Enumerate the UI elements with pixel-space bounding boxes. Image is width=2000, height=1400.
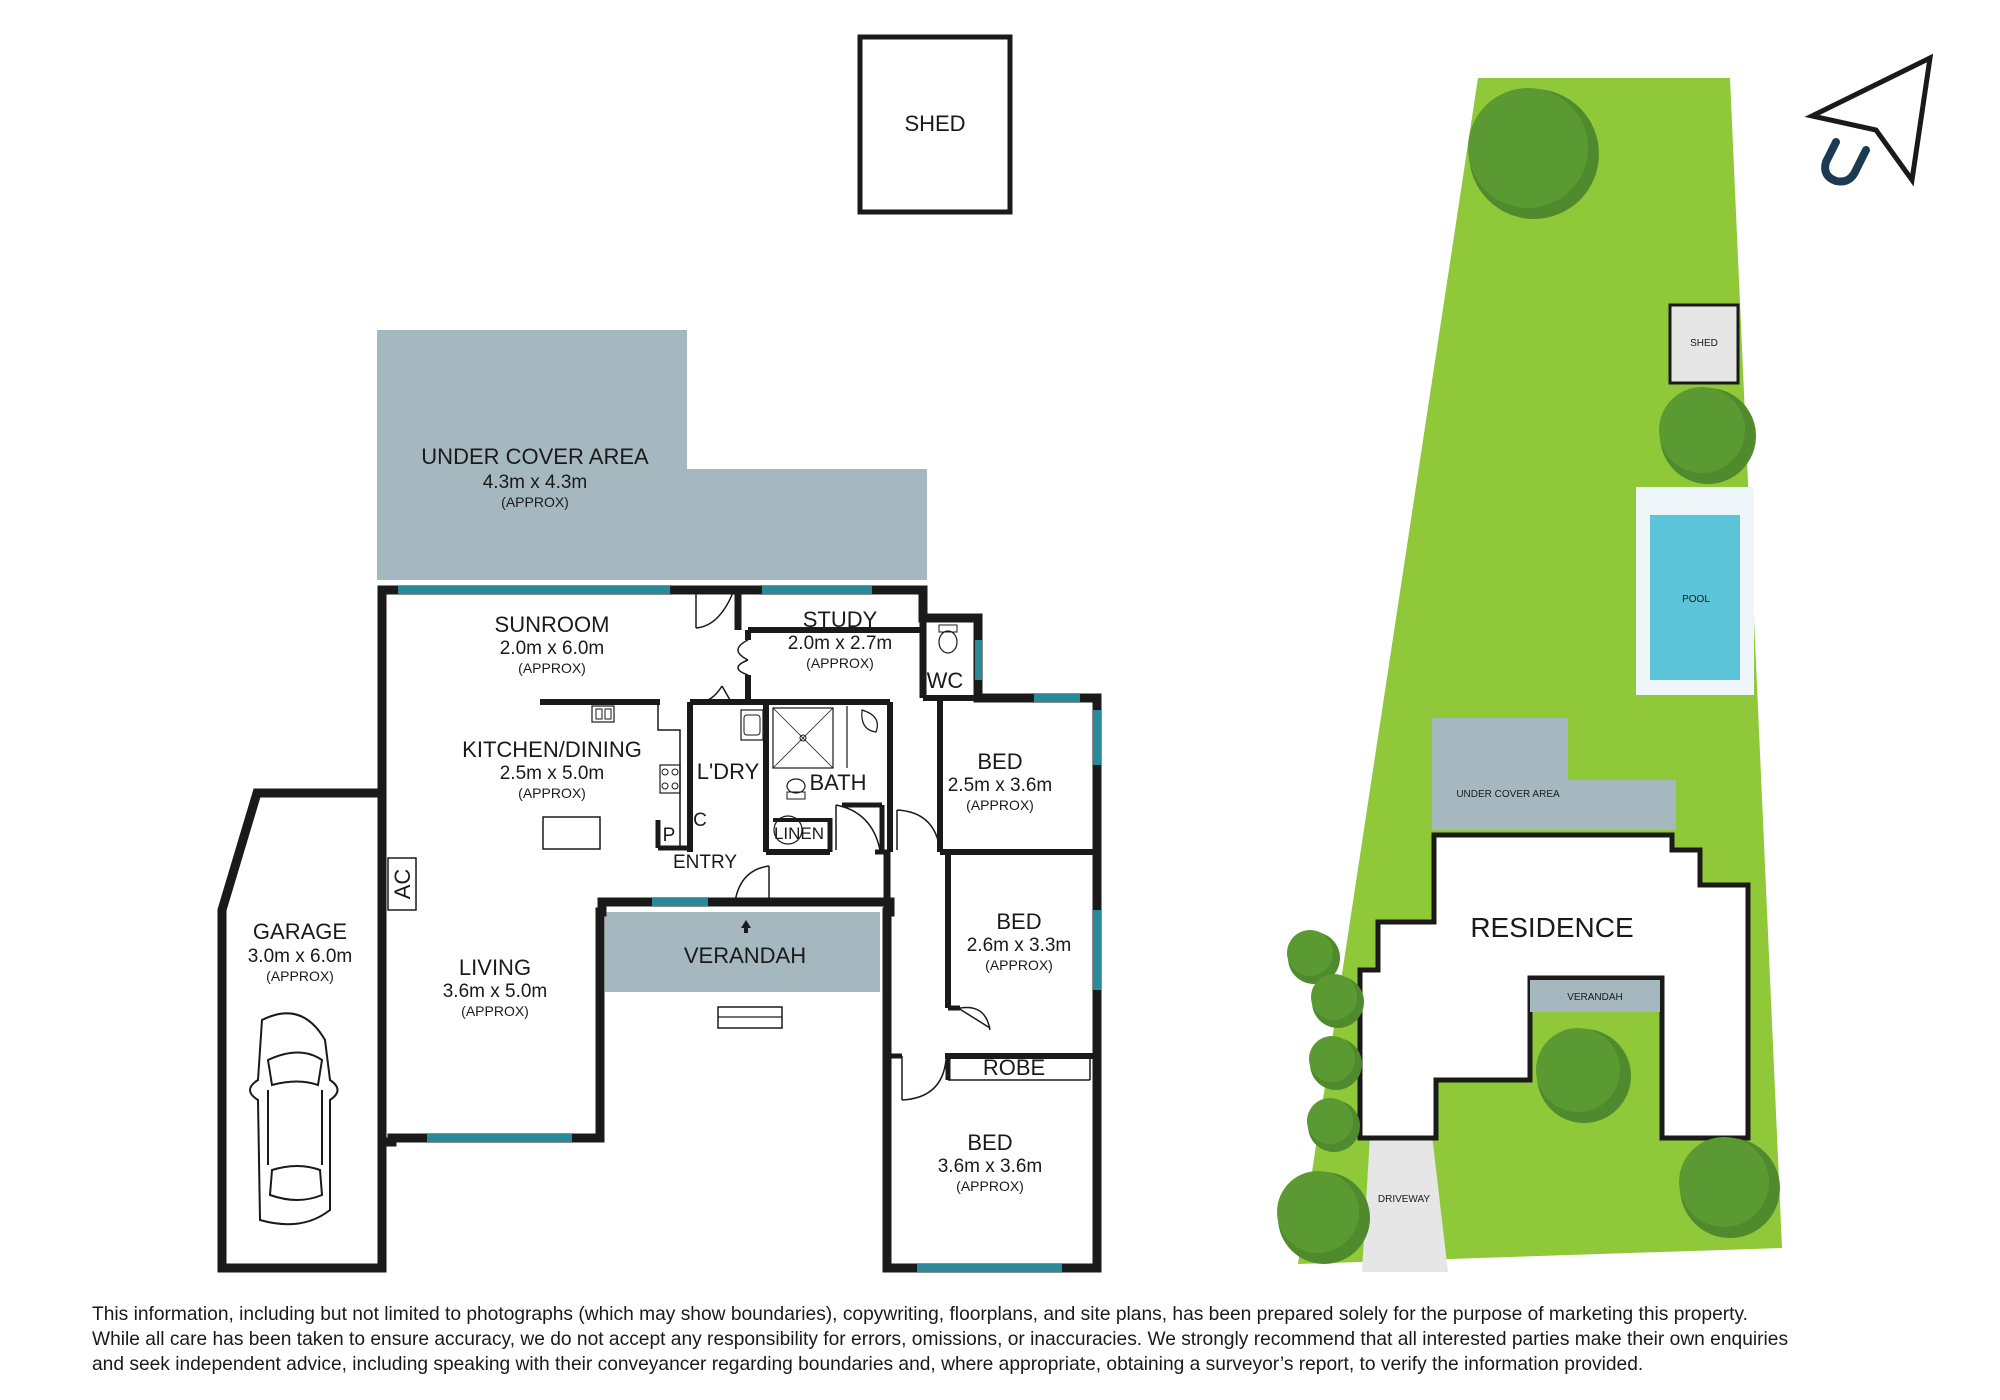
residence-outline: [1357, 832, 1751, 1141]
shower-icon: [772, 707, 834, 769]
garage-name: GARAGE: [253, 919, 347, 944]
verandah-area: [605, 912, 880, 992]
windows: [398, 586, 1101, 1272]
bed3-approx: (APPROX): [956, 1178, 1024, 1194]
sunroom-approx: (APPROX): [518, 660, 586, 676]
garage-approx: (APPROX): [266, 968, 334, 984]
entry-arrow-icon: [741, 920, 751, 928]
kitchen-dims: 2.5m x 5.0m: [500, 763, 605, 784]
trees: [1277, 88, 1780, 1264]
site-plan: DRIVEWAY UNDER COVER AREA RESIDENCE VERA…: [1277, 53, 1934, 1272]
pool-label: POOL: [1682, 594, 1710, 605]
bed3-dims: 3.6m x 3.6m: [938, 1156, 1043, 1177]
site-shed-label: SHED: [1690, 338, 1718, 349]
under-cover-dims: 4.3m x 4.3m: [483, 472, 588, 493]
under-cover-area: [377, 330, 927, 580]
disclaimer-line-3: and seek independent advice, including s…: [92, 1354, 1644, 1375]
robe-label: ROBE: [983, 1055, 1045, 1080]
residence-label: RESIDENCE: [1470, 912, 1633, 943]
study-name: STUDY: [803, 607, 878, 632]
laundry-tub-icon: [740, 709, 764, 741]
site-under-cover-label: UNDER COVER AREA: [1456, 789, 1560, 800]
driveway: [1362, 1135, 1448, 1272]
garage-dims: 3.0m x 6.0m: [248, 946, 353, 967]
under-cover-approx: (APPROX): [501, 494, 569, 510]
site-under-cover: [1432, 718, 1676, 830]
living-approx: (APPROX): [461, 1003, 529, 1019]
linen-label: LINEN: [774, 824, 824, 843]
kitchen-island: [542, 816, 601, 850]
bath-label: BATH: [809, 770, 866, 795]
kitchen-approx: (APPROX): [518, 785, 586, 801]
verandah-label: VERANDAH: [684, 943, 806, 968]
site-shed: [1668, 303, 1740, 385]
shed-outline: [857, 34, 1013, 215]
bed1-name: BED: [977, 749, 1022, 774]
ac-unit: [387, 857, 417, 911]
disclaimer-line-2: While all care has been taken to ensure …: [92, 1329, 1789, 1350]
kitchen-name: KITCHEN/DINING: [462, 737, 642, 762]
wc-label: WC: [927, 668, 964, 693]
north-compass-icon: [1804, 53, 1934, 187]
study-approx: (APPROX): [806, 655, 874, 671]
bed2-name: BED: [996, 909, 1041, 934]
living-dims: 3.6m x 5.0m: [443, 981, 548, 1002]
pool: [1650, 515, 1740, 680]
driveway-label: DRIVEWAY: [1378, 1194, 1431, 1205]
bed1-approx: (APPROX): [966, 797, 1034, 813]
living-name: LIVING: [459, 955, 531, 980]
entry-label: ENTRY: [673, 852, 737, 873]
bed2-approx: (APPROX): [985, 957, 1053, 973]
floor-plan: SHED UNDER COVER AREA 4.3m x 4.3m (APPRO…: [217, 34, 1102, 1273]
bed3-name: BED: [967, 1130, 1012, 1155]
study-dims: 2.0m x 2.7m: [788, 633, 893, 654]
ac-label: AC: [390, 869, 415, 900]
cooktop-icon: [659, 764, 681, 794]
sunroom-dims: 2.0m x 6.0m: [500, 638, 605, 659]
disclaimer-line-1: This information, including but not limi…: [92, 1304, 1748, 1325]
car-icon: [249, 1012, 339, 1226]
wc-toilet-icon: [938, 630, 958, 654]
washing-machine-icon: [773, 815, 803, 845]
bed1-dims: 2.5m x 3.6m: [948, 775, 1053, 796]
shed-label: SHED: [904, 111, 965, 136]
sunroom-name: SUNROOM: [495, 612, 610, 637]
bath-toilet-icon: [786, 778, 806, 794]
under-cover-name: UNDER COVER AREA: [421, 444, 649, 469]
cupboard-label: C: [693, 810, 707, 831]
site-verandah-label: VERANDAH: [1567, 992, 1623, 1003]
disclaimer: This information, including but not limi…: [92, 1302, 1942, 1377]
bed2-dims: 2.6m x 3.3m: [967, 935, 1072, 956]
pantry-label: P: [663, 825, 676, 846]
basin-icon: [861, 709, 878, 733]
laundry-label: L'DRY: [697, 759, 760, 784]
garage-walls: [217, 788, 387, 1273]
site-verandah: [1530, 980, 1660, 1012]
kitchen-sink-icon: [591, 705, 615, 723]
